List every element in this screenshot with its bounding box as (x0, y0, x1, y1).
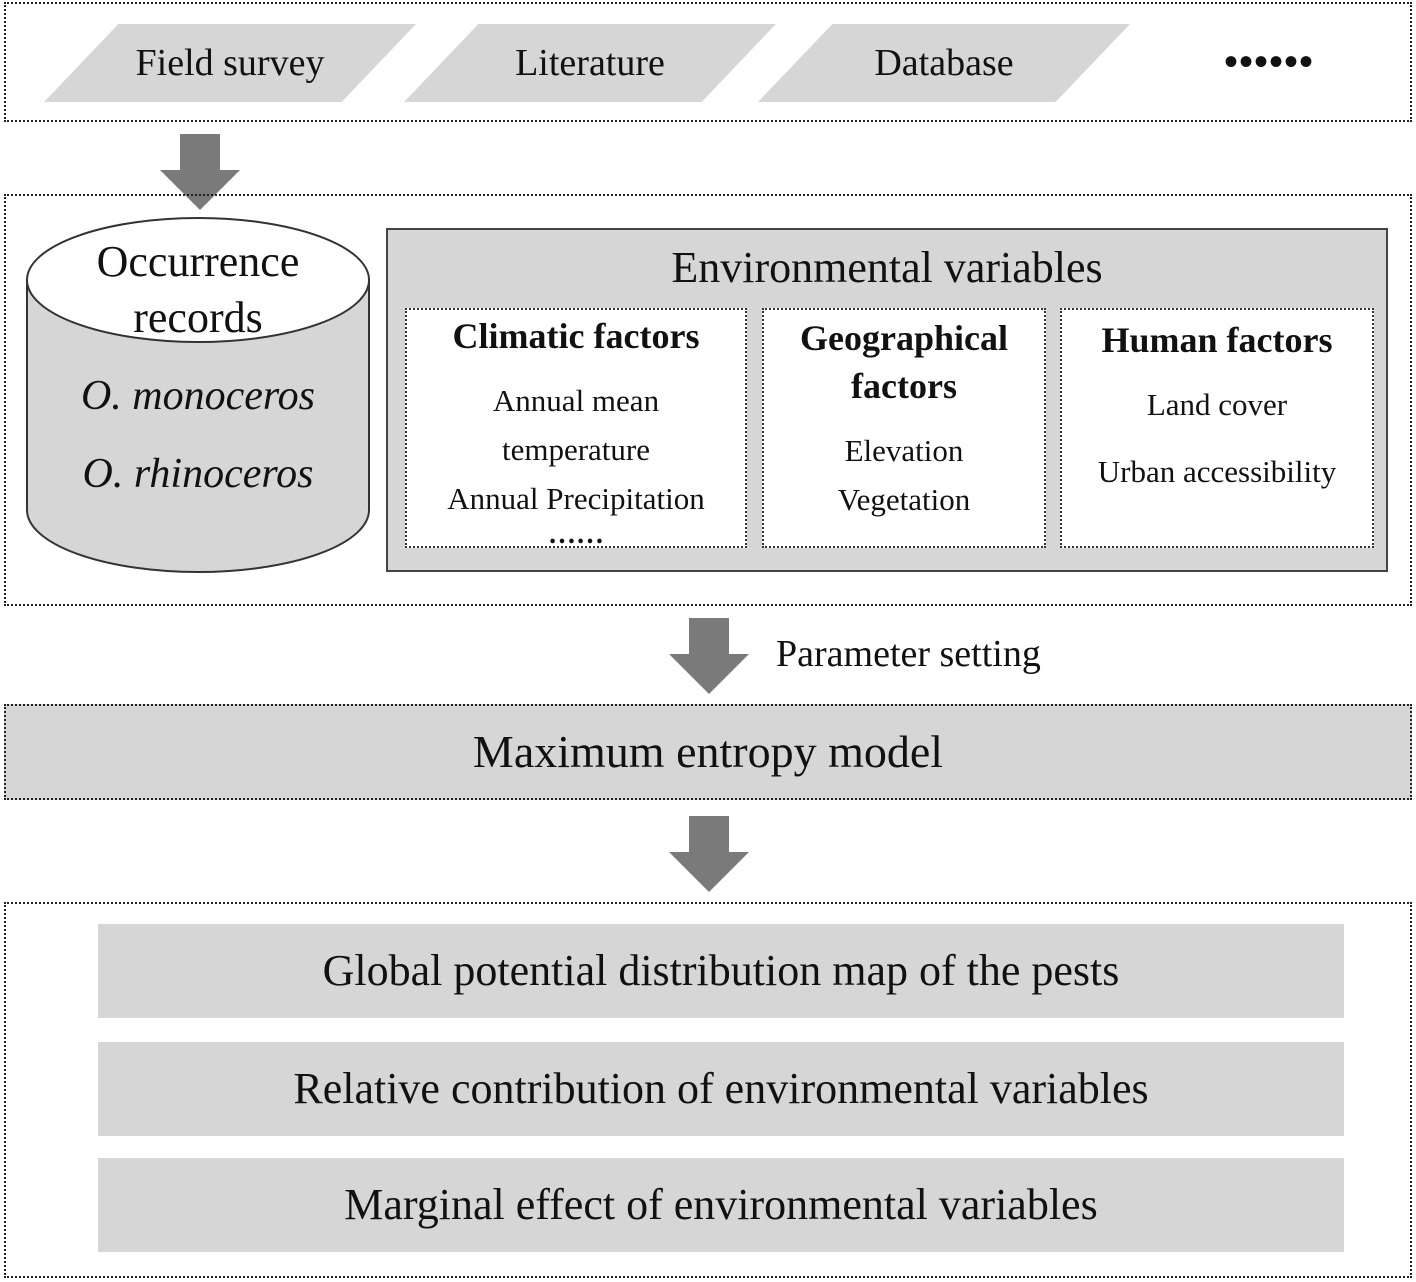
source-shape-database (758, 24, 1130, 102)
geographical-factors-title-line2: factors (851, 366, 957, 406)
result-distribution-map: Global potential distribution map of the… (98, 924, 1344, 1018)
arrow-sources-to-records (160, 134, 240, 210)
source-shape-literature (404, 24, 776, 102)
climatic-item-2: temperature (501, 432, 651, 467)
geographical-item-1: Elevation (844, 433, 964, 468)
arrow-to-model (669, 618, 749, 694)
model-label: Maximum entropy model (472, 726, 944, 777)
occurrence-title-line1: Occurrence (96, 237, 300, 286)
occurrence-cylinder (26, 217, 370, 573)
source-label-literature: Literature (515, 42, 665, 84)
human-item-2: Urban accessibility (1097, 454, 1337, 489)
parameter-setting-label: Parameter setting (776, 633, 1041, 675)
climatic-factors-title: Climatic factors (452, 316, 700, 356)
result-marginal-effect: Marginal effect of environmental variabl… (98, 1158, 1344, 1252)
geographical-item-2: Vegetation (837, 482, 971, 517)
geographical-factors-title-line1: Geographical (800, 318, 1008, 358)
human-item-1: Land cover (1146, 387, 1288, 422)
sources-panel (4, 2, 1412, 122)
sources-ellipsis: •••••• (1224, 39, 1315, 84)
arrow-to-results (669, 816, 749, 892)
climatic-item-3: Annual Precipitation (447, 481, 705, 516)
geographical-factors-box: Geographical factors Elevation Vegetatio… (762, 308, 1046, 548)
results-panel (4, 902, 1412, 1278)
species-1: O. monoceros (80, 373, 316, 419)
source-label-database: Database (874, 42, 1014, 84)
environmental-variables-title: Environmental variables (671, 243, 1103, 292)
species-2: O. rhinoceros (82, 451, 314, 497)
occurrence-title: Occurrence records (27, 234, 369, 346)
climatic-item-1: Annual mean (492, 383, 660, 418)
model-box (4, 704, 1412, 800)
occurrence-title-line2: records (133, 293, 263, 342)
source-label-field-survey: Field survey (135, 42, 325, 84)
source-shape-field-survey (44, 24, 416, 102)
human-factors-title: Human factors (1101, 320, 1333, 360)
human-factors-box: Human factors Land cover Urban accessibi… (1060, 308, 1374, 548)
climatic-ellipsis: …… (548, 519, 604, 550)
climatic-factors-box: Climatic factors Annual mean temperature… (405, 308, 747, 550)
result-relative-contribution: Relative contribution of environmental v… (98, 1042, 1344, 1136)
inputs-panel (4, 194, 1412, 606)
